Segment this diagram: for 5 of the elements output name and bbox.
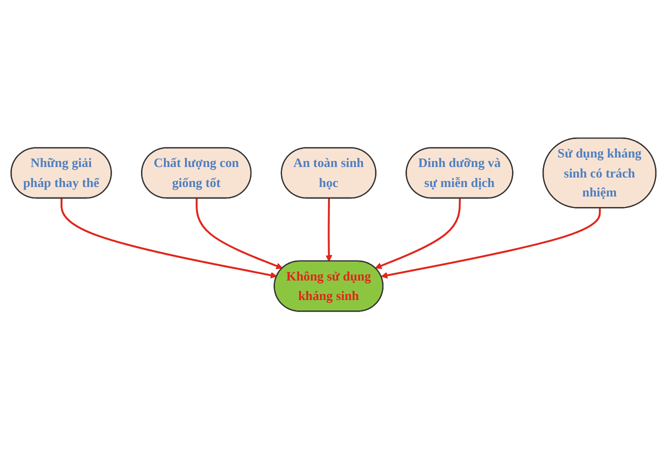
arrow — [196, 198, 283, 270]
arrow — [380, 208, 601, 278]
arrow — [60, 198, 278, 278]
arrow — [375, 198, 461, 269]
arrow — [326, 198, 332, 262]
